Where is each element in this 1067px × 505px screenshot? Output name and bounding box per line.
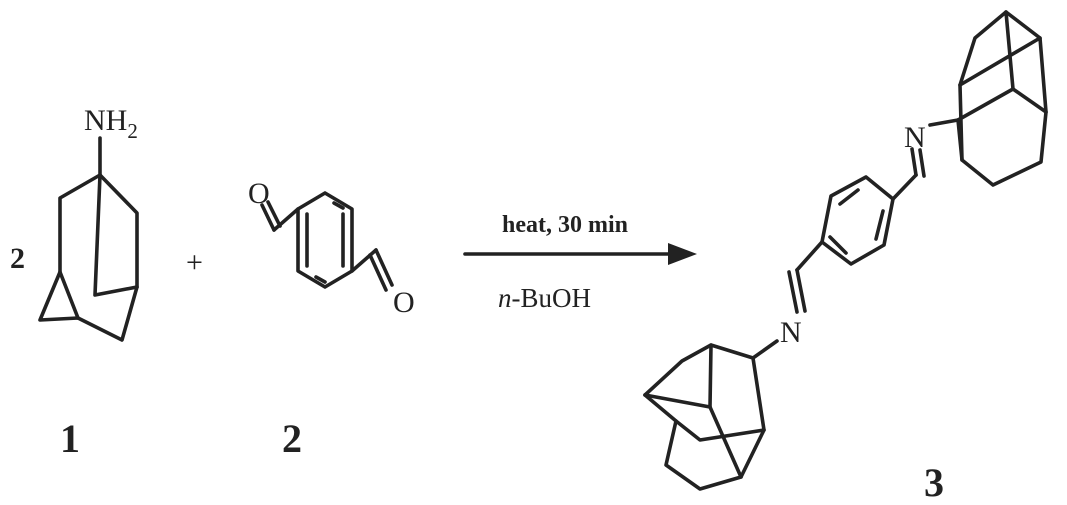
reactant1-coefficient: 2	[10, 242, 25, 275]
aldehyde-oxygen-right: O	[393, 286, 415, 319]
compound-2-number: 2	[282, 416, 302, 461]
plus-sign: +	[186, 246, 203, 279]
amantadine-structure	[38, 136, 139, 342]
bis-imine-structure	[643, 10, 1048, 491]
imine-nitrogen-top: N	[904, 121, 926, 154]
compound-3-number: 3	[924, 460, 944, 505]
amine-group-label: NH2	[84, 104, 138, 143]
compound-1-number: 1	[60, 416, 80, 461]
terephthalaldehyde-structure	[260, 191, 394, 292]
imine-nitrogen-bottom: N	[780, 316, 802, 349]
reaction-arrow	[463, 243, 697, 265]
condition-solvent: n-BuOH	[498, 283, 591, 313]
condition-heat-time: heat, 30 min	[502, 212, 628, 238]
aldehyde-oxygen-top: O	[248, 177, 270, 210]
